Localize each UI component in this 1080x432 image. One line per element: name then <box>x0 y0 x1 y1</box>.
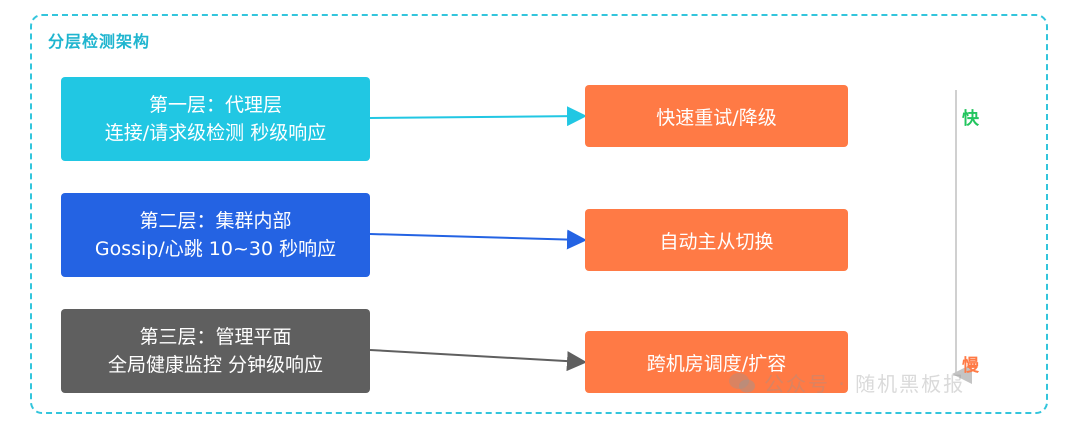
watermark: 公众号 · 随机黑板报 <box>728 368 965 397</box>
layer-cluster-title: 第二层：集群内部 <box>139 210 292 232</box>
frame-title: 分层检测架构 <box>48 32 151 51</box>
layered-detection-frame <box>30 14 1048 414</box>
layer-management-desc: 全局健康监控 分钟级响应 <box>107 354 324 376</box>
action-cross-dc-dispatch: 跨机房调度/扩容 <box>585 331 848 393</box>
action-auto-failover: 自动主从切换 <box>585 209 848 271</box>
wechat-icon <box>729 372 755 392</box>
speed-fast-label: 快 <box>962 109 979 129</box>
layer-management-title: 第三层：管理平面 <box>139 326 292 348</box>
layer-proxy-title: 第一层：代理层 <box>148 94 282 116</box>
layer-proxy-box: 第一层：代理层 连接/请求级检测 秒级响应 <box>61 77 370 161</box>
speed-slow-label: 慢 <box>962 356 979 376</box>
action-fast-retry: 快速重试/降级 <box>585 85 848 147</box>
watermark-text: 公众号 · 随机黑板报 <box>764 372 966 396</box>
layer-proxy-desc: 连接/请求级检测 秒级响应 <box>104 122 327 144</box>
layer-cluster-box: 第二层：集群内部 Gossip/心跳 10~30 秒响应 <box>61 193 370 277</box>
layer-cluster-desc: Gossip/心跳 10~30 秒响应 <box>94 238 337 260</box>
layer-management-box: 第三层：管理平面 全局健康监控 分钟级响应 <box>61 309 370 393</box>
